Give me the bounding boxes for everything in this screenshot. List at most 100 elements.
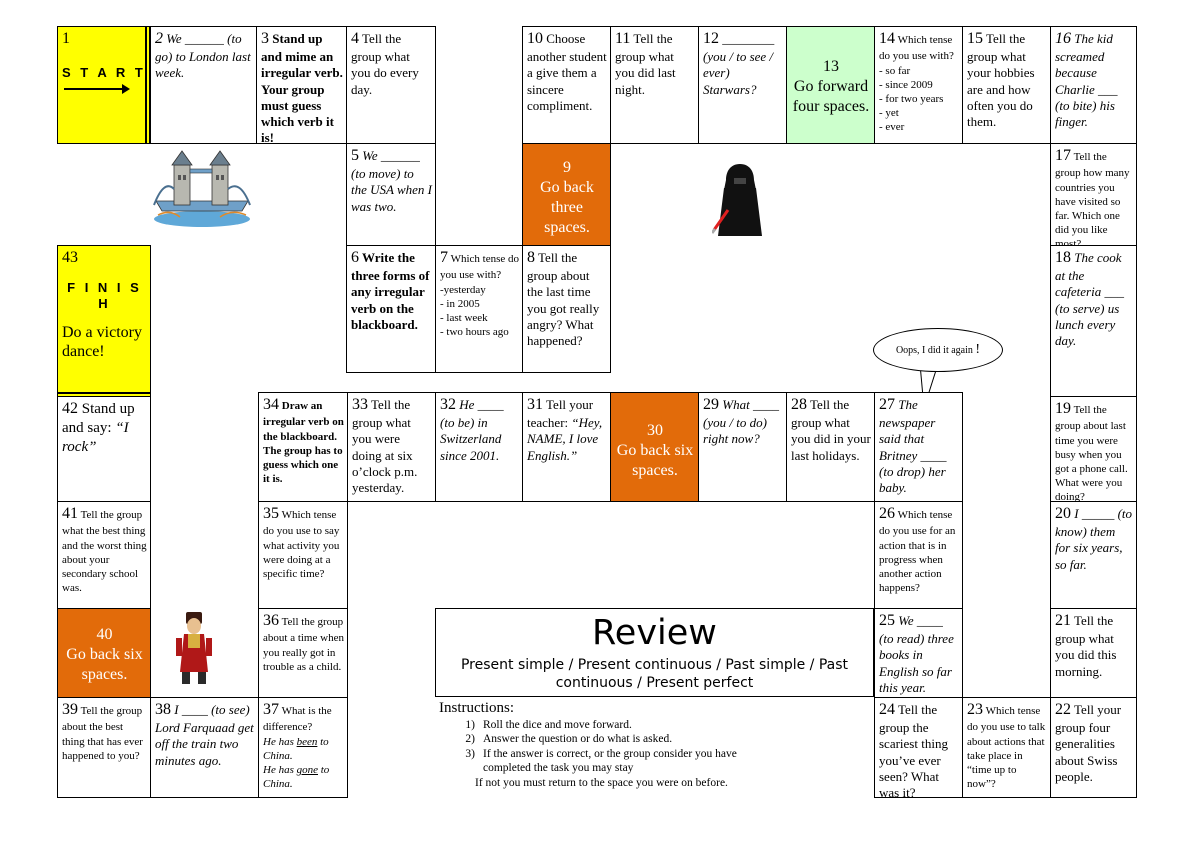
speech-bubble-mark: ! [975, 342, 981, 357]
square-text: I ____ (to see) Lord Farquaad get off th… [155, 702, 254, 768]
tense-cue-list: -yesterday - in 2005 - last week - two h… [440, 283, 519, 339]
square-3: 3 Stand up and mime an irregular verb. Y… [256, 26, 347, 144]
square-text: Tell the group what you did last night. [615, 31, 676, 97]
square-24: 24 Tell the group the scariest thing you… [874, 697, 963, 798]
square-number: 26 [879, 505, 895, 522]
square-2: 2 We ______ (to go) to London last week. [150, 26, 257, 144]
square-23: 23 Which tense do you use to talk about … [962, 697, 1051, 798]
square-text: The kid screamed because Charlie ___ (to… [1055, 31, 1118, 129]
square-27: 27 The newspaper said that Britney ____ … [874, 392, 963, 502]
square-number: 8 [527, 249, 535, 266]
square-18: 18 The cook at the cafeteria ___ (to ser… [1050, 245, 1137, 397]
square-37: 37 What is the difference? He has been t… [258, 697, 348, 798]
square-number: 1 [62, 30, 70, 47]
square-question: What is the difference? [263, 705, 332, 734]
square-number: 10 [527, 30, 543, 47]
square-text: Go back three spaces. [540, 179, 594, 236]
square-number: 13 [823, 58, 839, 75]
square-text: We ______ (to move) to the USA when I wa… [351, 148, 432, 214]
square-34: 34 Draw an irregular verb on the blackbo… [258, 392, 348, 502]
square-42: 42 Stand up and say: “I rock” [57, 396, 151, 502]
example-sentence: He has been to China. [263, 735, 344, 763]
square-36: 36 Tell the group about a time when you … [258, 608, 348, 698]
square-number: 23 [967, 701, 983, 718]
square-text: Tell the group what the best thing and t… [62, 509, 147, 594]
square-number: 20 [1055, 505, 1071, 522]
square-number: 15 [967, 30, 983, 47]
start-label: S T A R T [62, 65, 146, 80]
list-item: - since 2009 [879, 78, 933, 91]
start-double-border [145, 26, 147, 144]
square-text: Tell your group four generalities about … [1055, 702, 1122, 784]
square-number: 34 [263, 396, 279, 413]
list-item: - two hours ago [440, 325, 509, 338]
square-17: 17 Tell the group how many countries you… [1050, 143, 1137, 246]
square-15: 15 Tell the group what your hobbies are … [962, 26, 1051, 144]
square-number: 18 [1055, 249, 1071, 266]
sentence-underlined: gone [296, 763, 318, 776]
square-number: 28 [791, 396, 807, 413]
square-number: 29 [703, 396, 719, 413]
sentence-underlined: been [296, 735, 318, 748]
square-30-go-back: 30 Go back six spaces. [610, 392, 699, 502]
square-22: 22 Tell your group four generalities abo… [1050, 697, 1137, 798]
square-number: 2 [155, 30, 163, 47]
square-number: 9 [563, 159, 571, 176]
square-text: The newspaper said that Britney ____ (to… [879, 397, 947, 495]
square-number: 11 [615, 30, 631, 47]
tense-cue-list: - so far - since 2009 - for two years - … [879, 64, 959, 134]
square-35: 35 Which tense do you use to say what ac… [258, 501, 348, 609]
list-marker: 2) [465, 733, 475, 746]
square-text: Tell the group how many countries you ha… [1055, 151, 1130, 246]
square-number: 40 [96, 626, 113, 643]
square-number: 4 [351, 30, 359, 47]
list-item: If the answer is correct, or the group c… [483, 747, 737, 775]
instructions-list: 1)Roll the dice and move forward. 2)Answ… [439, 718, 871, 790]
square-text: I _____ (to know) them for six years, so… [1055, 506, 1133, 572]
square-number: 37 [263, 701, 279, 718]
square-text: Write the three forms of any irregular v… [351, 250, 430, 332]
square-20: 20 I _____ (to know) them for six years,… [1050, 501, 1137, 609]
square-number: 35 [263, 505, 279, 522]
square-16: 16 The kid screamed because Charlie ___ … [1050, 26, 1137, 144]
square-text: Tell the group the scariest thing you’ve… [879, 702, 948, 798]
square-text: Tell the group about last time you were … [1055, 404, 1128, 502]
square-text: (you / to see / ever) Starwars? [703, 49, 774, 97]
square-4: 4 Tell the group what you do every day. [346, 26, 436, 144]
square-25: 25 We ____ (to read) three books in Engl… [874, 608, 963, 698]
square-text: Do a victory dance! [62, 323, 142, 360]
square-text: Tell the group what you do every day. [351, 31, 419, 97]
square-quote: “I rock” [62, 420, 129, 455]
square-text: Stand up and mime an irregular verb. You… [261, 31, 343, 144]
list-item: - so far [879, 64, 911, 77]
tower-bridge-illustration [153, 150, 251, 227]
square-blank: ________ [722, 31, 775, 46]
sentence-part: to China. [263, 735, 329, 762]
square-13-go-forward: 13 Go forward four spaces. [786, 26, 875, 144]
list-item: If not you must return to the space you … [475, 776, 728, 789]
square-8: 8 Tell the group about the last time you… [522, 245, 611, 373]
square-text: Which tense do you use to talk about act… [967, 705, 1046, 790]
finish-label: F I N I S H [67, 280, 142, 312]
square-text: The cook at the cafeteria ___ (to serve)… [1055, 250, 1124, 348]
square-text: Tell the group about the last time you g… [527, 250, 600, 348]
square-10: 10 Choose another student a give them a … [522, 26, 611, 144]
list-item: - last week [440, 311, 488, 324]
square-text: Go forward four spaces. [792, 78, 870, 115]
sentence-part: He has [263, 763, 297, 776]
page-subtitle: Present simple / Present continuous / Pa… [460, 657, 849, 691]
darth-vader-illustration [712, 164, 762, 236]
example-sentence: He has gone to China. [263, 763, 344, 791]
square-number: 14 [879, 30, 895, 47]
list-item: Answer the question or do what is asked. [483, 733, 673, 746]
square-number: 17 [1055, 147, 1071, 164]
square-32: 32 He ____ (to be) in Switzerland since … [435, 392, 523, 502]
square-number: 7 [440, 249, 448, 266]
square-12: 12 ________ (you / to see / ever) Starwa… [698, 26, 787, 144]
square-text: Stand up and say: [62, 401, 135, 436]
square-number: 25 [879, 612, 895, 629]
square-9-go-back: 9 Go back three spaces. [522, 143, 611, 246]
square-text: What ____ (you / to do) right now? [703, 397, 779, 447]
square-6: 6 Write the three forms of any irregular… [346, 245, 436, 373]
square-number: 3 [261, 30, 269, 47]
